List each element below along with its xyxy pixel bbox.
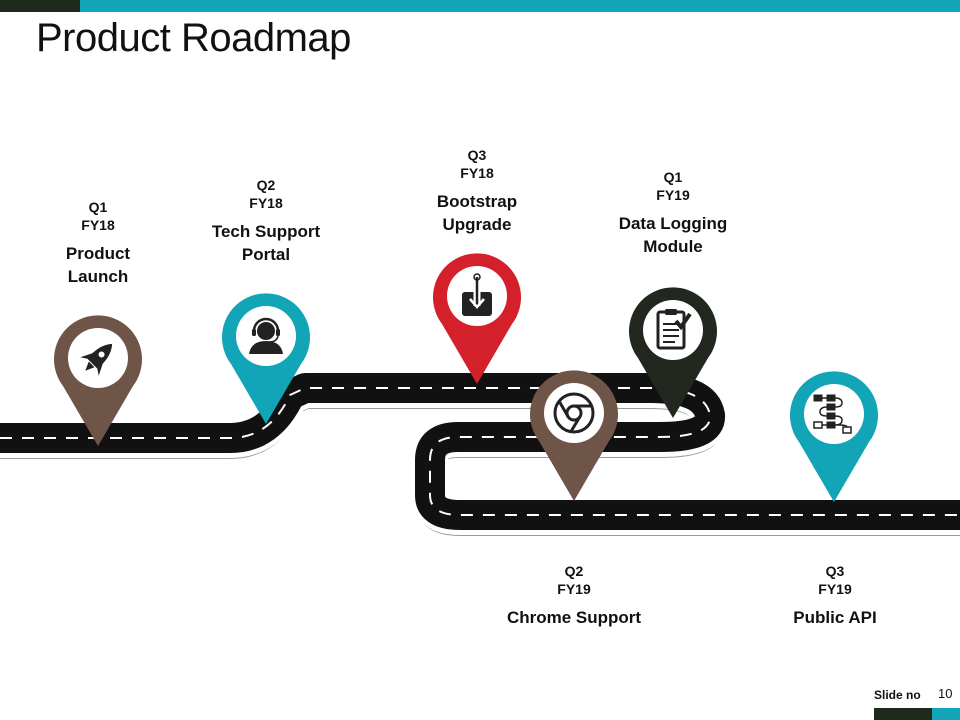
milestone-name: Product Launch [65,244,131,286]
milestone-name: Tech Support Portal [211,222,321,264]
milestone-quarter: Q1 [663,169,683,185]
bottom-accent-bar-teal [932,708,960,720]
milestone-name: Chrome Support [506,608,642,627]
milestone-chrome-support: Q2 FY19 Chrome Support [484,562,664,629]
milestone-data-logging-module: Q1 FY19 Data Logging Module [593,168,753,258]
milestone-quarter: Q1 [88,199,108,215]
top-accent-bar-dark [0,0,80,12]
download-box-icon [462,273,492,316]
map-pin-tech-support-portal[interactable] [219,290,313,426]
milestone-name: Bootstrap Upgrade [436,192,518,234]
milestone-name: Public API [793,608,877,627]
map-pin-product-launch[interactable] [51,312,145,448]
milestone-quarter: Q2 [256,177,276,193]
milestone-bootstrap-upgrade: Q3 FY18 Bootstrap Upgrade [413,146,541,236]
map-pin-data-logging-module[interactable] [626,284,720,420]
map-pin-public-api[interactable] [787,368,881,504]
milestone-fiscal-year: FY18 [81,217,115,233]
chrome-icon [553,392,595,434]
milestone-public-api: Q3 FY19 Public API [755,562,915,629]
slide-number: 10 [938,686,953,701]
map-pin-bootstrap-upgrade[interactable] [430,250,524,386]
milestone-fiscal-year: FY19 [557,581,591,597]
flow-diagram-icon [813,394,852,434]
milestone-tech-support-portal: Q2 FY18 Tech Support Portal [186,176,346,266]
map-pin-chrome-support[interactable] [527,367,621,503]
milestone-fiscal-year: FY18 [460,165,494,181]
headset-agent-icon [249,317,283,354]
milestone-quarter: Q3 [467,147,487,163]
milestone-product-launch: Q1 FY18 Product Launch [38,198,158,288]
milestone-name: Data Logging Module [618,214,728,256]
top-accent-bar-teal [80,0,960,12]
milestone-fiscal-year: FY18 [249,195,283,211]
milestone-fiscal-year: FY19 [818,581,852,597]
slide-title: Product Roadmap [36,16,351,60]
milestone-quarter: Q3 [825,563,845,579]
bottom-accent-bar-dark [874,708,932,720]
slide-number-label: Slide no [874,688,921,702]
milestone-fiscal-year: FY19 [656,187,690,203]
clipboard-check-icon [656,309,692,350]
rocket-icon [80,343,113,376]
milestone-quarter: Q2 [564,563,584,579]
